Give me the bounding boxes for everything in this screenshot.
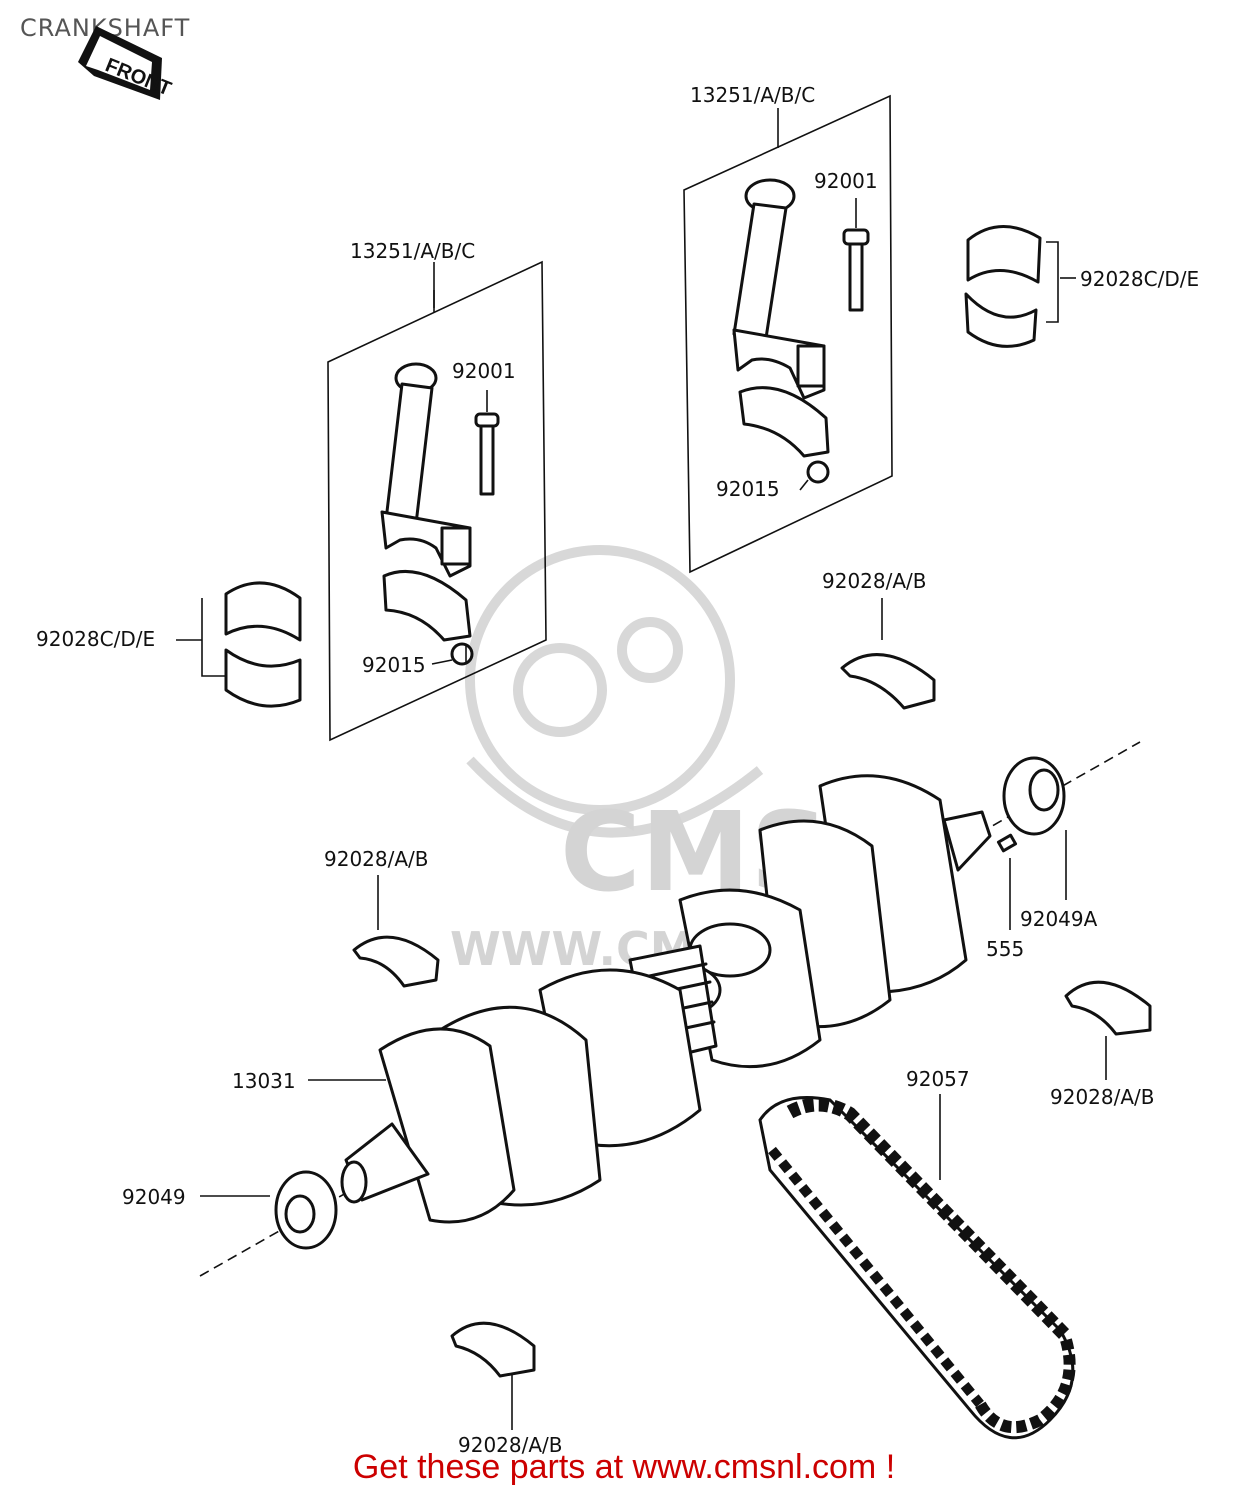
label-seal-right: 92049A	[1020, 907, 1098, 931]
label-bolt-left: 92001	[452, 359, 516, 383]
rod-set-frame-left	[327, 260, 547, 742]
rod-bolt-left	[474, 412, 500, 496]
label-nut-right: 92015	[716, 477, 780, 501]
footer-link[interactable]: Get these parts at www.cmsnl.com !	[352, 1448, 896, 1486]
label-main-bearing-right: 92028/A/B	[1050, 1085, 1155, 1109]
label-key: 555	[986, 937, 1024, 961]
oil-seal-left	[274, 1170, 338, 1250]
crankshaft-assembly	[199, 741, 1141, 1277]
oil-seal-right	[1002, 756, 1066, 836]
leader-lines	[176, 277, 1107, 1430]
label-main-bearing-upper: 92028/A/B	[822, 569, 927, 593]
connecting-rod-left	[380, 362, 474, 666]
rod-group-right	[683, 94, 893, 574]
label-main-bearing-mid: 92028/A/B	[324, 847, 429, 871]
label-seal-left: 92049	[122, 1185, 186, 1209]
rod-bolt-right	[842, 228, 870, 312]
woodruff-key	[996, 833, 1018, 853]
label-nut-left: 92015	[362, 653, 426, 677]
main-bearing-bottom	[450, 1321, 536, 1378]
main-bearing-upper	[840, 653, 936, 710]
label-bolt-right: 92001	[814, 169, 878, 193]
label-main-bearing-bottom: 92028/A/B	[458, 1433, 563, 1457]
label-chain: 92057	[906, 1067, 970, 1091]
label-crankshaft: 13031	[232, 1069, 296, 1093]
label-bearing-big-end-left: 92028C/D/E	[36, 627, 155, 651]
front-arrow-icon: FRONT	[78, 26, 174, 100]
label-rod-set-right: 13251/A/B/C	[690, 83, 815, 107]
main-bearing-right	[1064, 980, 1152, 1036]
cam-chain	[758, 1096, 1076, 1440]
bearing-shell-left	[201, 581, 302, 708]
label-bearing-big-end-right: 92028C/D/E	[1080, 267, 1199, 291]
main-bearing-mid	[352, 935, 440, 988]
label-rod-set-left: 13251/A/B/C	[350, 239, 475, 263]
rod-set-frame-right	[683, 94, 893, 574]
bearing-shell-right-top	[964, 225, 1059, 348]
connecting-rod-right	[732, 178, 830, 484]
rod-group-left	[327, 260, 547, 742]
